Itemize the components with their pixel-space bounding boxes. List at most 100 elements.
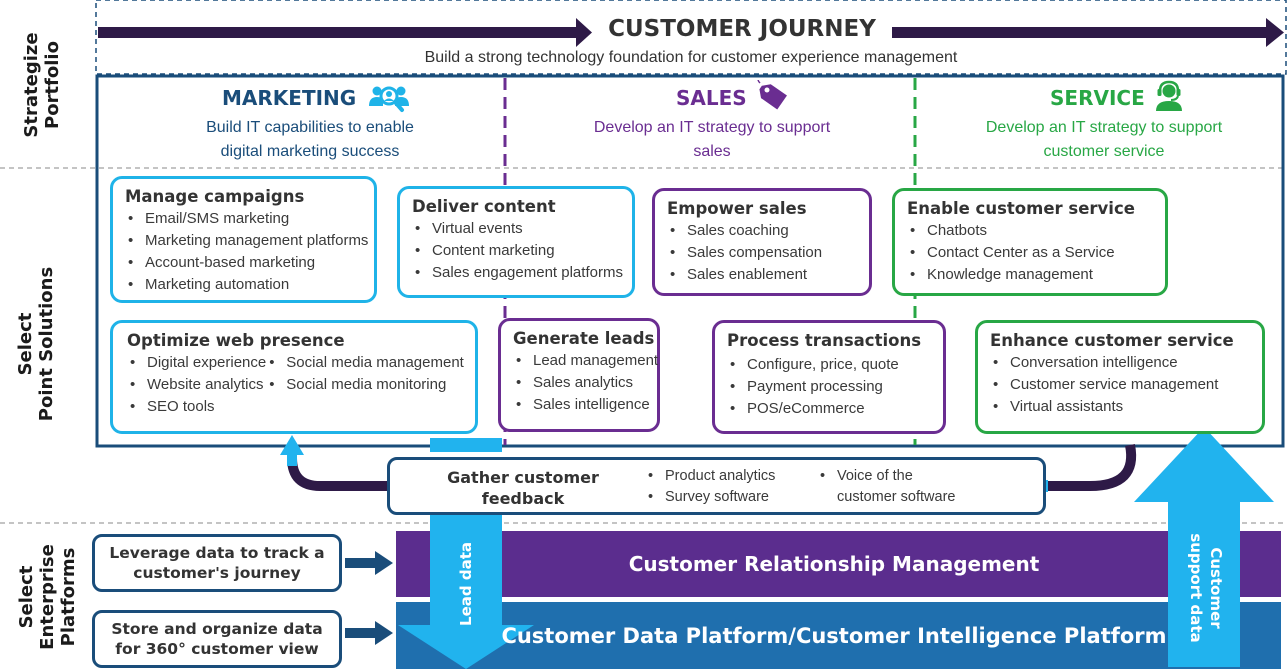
side-label-line: Select bbox=[15, 312, 36, 376]
side-label-point-solutions: Select Point Solutions bbox=[15, 264, 57, 424]
subtitle-line: Build IT capabilities to enable bbox=[206, 119, 414, 136]
list-item: Sales coaching bbox=[667, 220, 857, 242]
empower-sales-box: Empower sales Sales coaching Sales compe… bbox=[652, 188, 872, 296]
service-title: SERVICE bbox=[1050, 86, 1145, 110]
subtitle-line: digital marketing success bbox=[220, 143, 400, 160]
list-item: POS/eCommerce bbox=[727, 398, 931, 420]
subtitle-line: customer service bbox=[1043, 143, 1165, 160]
journey-title: CUSTOMER JOURNEY bbox=[608, 16, 876, 42]
feedback-title: Gather customer feedback bbox=[404, 467, 642, 509]
people-search-icon bbox=[369, 86, 409, 112]
list-item: Configure, price, quote bbox=[727, 354, 931, 376]
box-line: Leverage data to track a bbox=[109, 544, 325, 562]
cdp-bar bbox=[396, 602, 1281, 669]
header-frame bbox=[95, 0, 1287, 75]
support-agent-icon bbox=[1156, 80, 1182, 111]
list-item: Sales analytics bbox=[513, 372, 645, 394]
list-item: Chatbots bbox=[907, 220, 1153, 242]
feedback-title-line: feedback bbox=[481, 489, 565, 508]
feedback-left-arrow-head bbox=[280, 435, 304, 455]
list-item: Payment processing bbox=[727, 376, 931, 398]
list-item: Sales compensation bbox=[667, 242, 857, 264]
service-subtitle: Develop an IT strategy to support custom… bbox=[954, 116, 1254, 164]
list-item-text: Product analytics bbox=[665, 468, 776, 484]
generate-leads-box: Generate leads Lead management Sales ana… bbox=[498, 318, 660, 432]
list-item-text: customer software bbox=[837, 489, 956, 505]
list-item: Lead management bbox=[513, 350, 658, 372]
list-item: Conversation intelligence bbox=[990, 352, 1250, 374]
box-line: Store and organize data bbox=[111, 620, 323, 638]
journey-arrow-left-shaft bbox=[98, 27, 578, 38]
journey-subtitle: Build a strong technology foundation for… bbox=[424, 49, 958, 66]
list-item: Contact Center as a Service bbox=[907, 242, 1153, 264]
left-arrow-2-head bbox=[375, 621, 393, 645]
box-title: Generate leads bbox=[513, 329, 655, 348]
subtitle-line: Develop an IT strategy to support bbox=[593, 119, 831, 136]
store-data-box: Store and organize data for 360° custome… bbox=[92, 610, 342, 668]
left-arrow-2-shaft bbox=[345, 628, 377, 638]
deliver-content-box: Deliver content Virtual events Content m… bbox=[397, 186, 635, 298]
side-label-line: Point Solutions bbox=[36, 266, 57, 422]
list-item: Knowledge management bbox=[907, 264, 1153, 286]
lead-data-arrow-head bbox=[398, 625, 534, 669]
side-label-line: Portfolio bbox=[42, 41, 63, 129]
box-title: Empower sales bbox=[667, 199, 807, 218]
side-label-line: Select bbox=[15, 565, 37, 629]
box-title: Deliver content bbox=[412, 197, 556, 216]
feedback-loop-left bbox=[287, 457, 389, 491]
feedback-title-line: Gather customer bbox=[447, 468, 599, 487]
manage-campaigns-box: Manage campaigns Email/SMS marketing Mar… bbox=[110, 176, 377, 303]
list-item: Sales enablement bbox=[667, 264, 857, 286]
marketing-title: MARKETING bbox=[222, 86, 357, 110]
side-label-line: Enterprise bbox=[36, 544, 58, 650]
journey-arrow-right-head bbox=[1266, 18, 1284, 47]
left-arrow-1-shaft bbox=[345, 558, 377, 568]
feedback-list-1: •Product analytics •Survey software bbox=[645, 466, 775, 508]
journey-arrow-left-head bbox=[576, 18, 592, 47]
side-label-strategize: Strategize Portfolio bbox=[21, 15, 63, 155]
box-line: customer's journey bbox=[133, 564, 301, 582]
list-item: •Survey software bbox=[648, 489, 769, 505]
gather-feedback-box: Gather customer feedback •Product analyt… bbox=[387, 457, 1046, 515]
leverage-data-box: Leverage data to track a customer's jour… bbox=[92, 534, 342, 592]
crm-label: Customer Relationship Management bbox=[628, 552, 1040, 576]
sales-title: SALES bbox=[676, 86, 747, 110]
list-item: Customer service management bbox=[990, 374, 1250, 396]
box-title: Enhance customer service bbox=[990, 331, 1234, 350]
list-item: Content marketing bbox=[412, 240, 620, 262]
list-item: Sales engagement platforms bbox=[412, 262, 623, 284]
list-item: Social media monitoring bbox=[266, 374, 464, 396]
left-arrow-1-head bbox=[375, 551, 393, 575]
list-item: Website analytics bbox=[127, 374, 266, 396]
list-item: Digital experience bbox=[127, 352, 266, 374]
list-item: Social media management bbox=[266, 352, 464, 374]
list-item: Virtual events bbox=[412, 218, 620, 240]
list-item: Marketing management platforms bbox=[125, 230, 368, 252]
list-item: •Product analytics bbox=[648, 468, 776, 484]
feedback-list-2: • Voice of the customer software bbox=[817, 466, 955, 508]
support-data-label: Customer support data bbox=[1182, 523, 1226, 653]
support-data-arrow-shaft bbox=[1168, 500, 1240, 667]
side-label-line: Platforms bbox=[57, 547, 79, 647]
sales-subtitle: Develop an IT strategy to support sales bbox=[562, 116, 862, 164]
crm-bar bbox=[396, 531, 1281, 597]
subtitle-line: sales bbox=[693, 143, 731, 160]
list-item: Marketing automation bbox=[125, 274, 362, 296]
box-title: Enable customer service bbox=[907, 199, 1135, 218]
list-item: Account-based marketing bbox=[125, 252, 362, 274]
feedback-loop-right bbox=[1046, 444, 1137, 491]
support-data-line: Customer bbox=[1207, 547, 1225, 629]
lead-data-arrow-top bbox=[430, 438, 502, 452]
price-tag-icon bbox=[757, 80, 787, 110]
box-title: Process transactions bbox=[727, 331, 922, 350]
side-label-enterprise: Select Enterprise Platforms bbox=[15, 542, 79, 652]
list-item: SEO tools bbox=[127, 396, 266, 418]
list-item: Sales intelligence bbox=[513, 394, 650, 416]
feedback-left-arrow-shaft bbox=[287, 452, 297, 466]
subtitle-line: Develop an IT strategy to support bbox=[985, 119, 1223, 136]
list-item: Email/SMS marketing bbox=[125, 208, 362, 230]
side-label-line: Strategize bbox=[21, 32, 42, 138]
box-line: for 360° customer view bbox=[115, 640, 319, 658]
cdp-label: Customer Data Platform/Customer Intellig… bbox=[501, 623, 1167, 648]
